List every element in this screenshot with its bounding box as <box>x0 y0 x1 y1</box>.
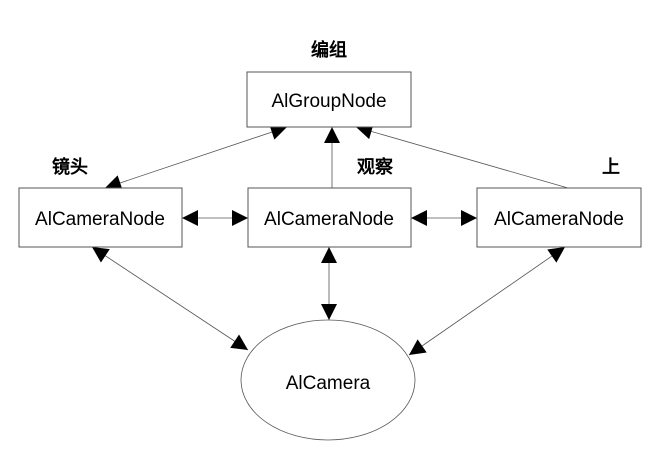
camera-node-right-label: AlCameraNode <box>494 209 624 230</box>
camera-node-middle-caption: 观察 <box>357 156 394 178</box>
edge-left-to-camera <box>91 246 249 351</box>
group-node-caption: 编组 <box>311 39 347 61</box>
camera-node-right-caption: 上 <box>602 157 620 178</box>
camera-node-label: AlCamera <box>286 373 371 394</box>
group-node-label: AlGroupNode <box>271 91 386 112</box>
camera-node-left-label: AlCameraNode <box>35 209 165 230</box>
camera-node-left: AlCameraNode <box>18 187 183 248</box>
edges <box>91 123 569 356</box>
camera-node: AlCamera <box>240 319 416 441</box>
edge-right-to-camera <box>408 246 566 356</box>
edge-left-to-group <box>104 124 288 191</box>
group-node: AlGroupNode <box>246 71 412 128</box>
edge-right-to-group <box>355 123 569 189</box>
camera-node-middle: AlCameraNode <box>247 187 412 248</box>
camera-node-middle-label: AlCameraNode <box>264 209 394 230</box>
camera-node-right: AlCameraNode <box>476 187 642 248</box>
camera-node-left-caption: 镜头 <box>52 156 88 178</box>
